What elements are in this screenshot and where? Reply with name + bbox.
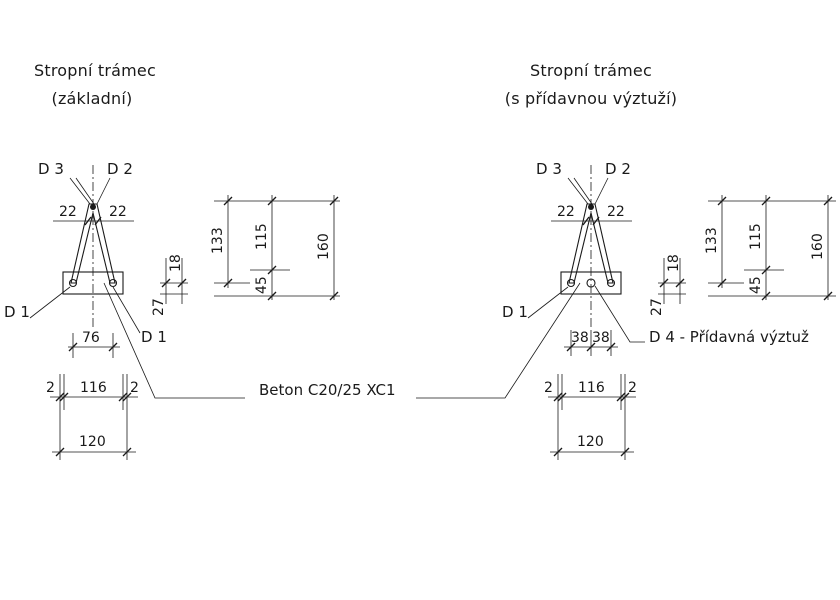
right-bottom-bar-d1-right xyxy=(606,278,616,288)
right-dim-h-outer: 160 xyxy=(810,233,826,260)
left-dim-h-mid: 115 xyxy=(254,223,270,250)
right-label-d3: D 3 xyxy=(536,160,562,178)
right-leader-d4 xyxy=(594,285,645,343)
left-label-d2: D 2 xyxy=(107,160,133,178)
right-dim-cover: 27 xyxy=(649,298,665,316)
left-title-line2: (základní) xyxy=(52,89,133,108)
left-bottom-bar-d1-right xyxy=(108,278,118,288)
left-base-slab xyxy=(62,271,124,295)
right-dim-inner: 116 xyxy=(578,380,605,396)
left-leader-d2 xyxy=(96,177,111,205)
left-dim-bars: 76 xyxy=(82,330,100,346)
left-dim-h-outer: 160 xyxy=(316,233,332,260)
right-dim-h-total: 133 xyxy=(704,227,720,254)
left-section: Stropní trámec (základní) D 3 D 2 22 22 … xyxy=(4,61,340,460)
left-leader-d1 xyxy=(29,286,71,319)
left-dim-edge-left: 2 xyxy=(46,380,55,396)
right-dim-h-low: 45 xyxy=(748,276,764,294)
left-bottom-bar-d1-left xyxy=(68,278,78,288)
left-leader-d1-bottom xyxy=(112,286,141,334)
right-dim-bar-right: 38 xyxy=(592,330,610,346)
right-title-line1: Stropní trámec xyxy=(530,61,652,80)
right-dim-edge-right: 2 xyxy=(628,380,637,396)
left-dim-edge-right: 2 xyxy=(130,380,139,396)
left-top-bar-d3 xyxy=(90,204,96,210)
left-dim-cover: 27 xyxy=(151,298,167,316)
right-dim-edge-left: 2 xyxy=(544,380,553,396)
left-dim-h-total: 133 xyxy=(210,227,226,254)
right-extra-bar-d4 xyxy=(586,278,596,288)
left-label-d1-bottom: D 1 xyxy=(141,328,167,346)
right-dim-slab: 18 xyxy=(666,254,682,272)
right-section: Stropní trámec (s přídavnou výztuží) D 3… xyxy=(416,61,836,460)
left-dim-h-low: 45 xyxy=(254,276,270,294)
right-bottom-bar-d1-left xyxy=(566,278,576,288)
left-leader-d3 xyxy=(69,177,91,205)
left-title-line1: Stropní trámec xyxy=(34,61,156,80)
left-dim-total: 120 xyxy=(79,434,106,450)
right-dim-bar-left: 38 xyxy=(571,330,589,346)
right-top-bar-d3 xyxy=(588,204,594,210)
left-leader-concrete xyxy=(103,282,245,399)
right-leader-concrete xyxy=(416,282,581,399)
right-dim-top-left: 22 xyxy=(557,204,575,220)
right-truss-web xyxy=(568,203,614,284)
left-dim-slab: 18 xyxy=(168,254,184,272)
right-label-d2: D 2 xyxy=(605,160,631,178)
right-dim-top-right: 22 xyxy=(607,204,625,220)
left-truss-web xyxy=(70,203,116,284)
left-label-d1: D 1 xyxy=(4,303,30,321)
left-label-d3: D 3 xyxy=(38,160,64,178)
right-dim-total: 120 xyxy=(577,434,604,450)
concrete-label: Beton C20/25 XC1 xyxy=(259,381,396,399)
right-dim-h-mid: 115 xyxy=(748,223,764,250)
right-label-d1: D 1 xyxy=(502,303,528,321)
right-label-d4: D 4 - Přídavná výztuž xyxy=(649,328,809,346)
right-base-slab xyxy=(560,271,622,295)
left-dim-inner: 116 xyxy=(80,380,107,396)
left-leader-d3b xyxy=(75,177,95,205)
left-dim-top-left: 22 xyxy=(59,204,77,220)
right-title-line2: (s přídavnou výztuží) xyxy=(505,89,677,108)
left-dim-top-right: 22 xyxy=(109,204,127,220)
